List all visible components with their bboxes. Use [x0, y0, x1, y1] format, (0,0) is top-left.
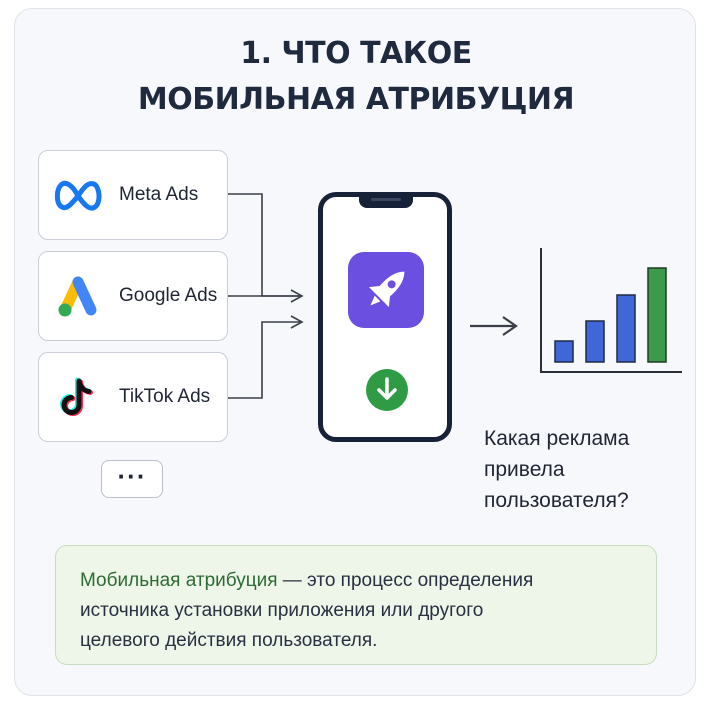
meta-infinity-icon — [54, 180, 102, 211]
phone-notch — [359, 194, 413, 208]
source-label: TikTok Ads — [119, 386, 211, 407]
definition-line-1: Мобильная атрибуция — это процесс опреде… — [80, 566, 634, 596]
page-title-line-1: 1. ЧТО ТАКОЕ — [240, 36, 472, 71]
definition-text: — это процесс определения — [277, 570, 534, 591]
google-ads-icon — [58, 276, 97, 317]
tiktok-icon — [60, 377, 93, 416]
question-line: привела — [484, 458, 565, 481]
question-text: Какая реклама привела пользователя? — [484, 423, 629, 516]
question-line: Какая реклама — [484, 427, 630, 450]
connector-tiktok — [228, 321, 300, 399]
bar-2 — [585, 320, 605, 363]
smartphone — [318, 192, 452, 442]
definition-term: Мобильная атрибуция — [80, 570, 278, 591]
source-tiktok-ads: TikTok Ads — [38, 352, 228, 442]
arrow-head-icon — [290, 315, 304, 329]
more-sources-button[interactable]: ··· — [101, 460, 163, 498]
arrow-head-icon — [290, 289, 304, 303]
definition-line-3: целевого действия пользователя. — [80, 630, 378, 651]
download-badge — [366, 369, 408, 411]
question-line: пользователя? — [484, 489, 629, 512]
definition-box: Мобильная атрибуция — это процесс опреде… — [55, 545, 657, 665]
app-icon — [348, 252, 424, 328]
page-title-line-2: МОБИЛЬНАЯ АТРИБУЦИЯ — [137, 82, 575, 117]
source-label: Meta Ads — [119, 184, 199, 205]
arrow-head-icon — [502, 316, 518, 336]
bar-1 — [554, 340, 574, 363]
source-meta-ads: Meta Ads — [38, 150, 228, 240]
bar-4 — [647, 267, 667, 363]
rocket-icon — [369, 271, 405, 307]
bar-3 — [616, 294, 636, 363]
source-google-ads: Google Ads — [38, 251, 228, 341]
definition-line-2: источника установки приложения или друго… — [80, 600, 484, 621]
download-arrow-icon — [377, 377, 397, 400]
source-label: Google Ads — [119, 285, 218, 306]
